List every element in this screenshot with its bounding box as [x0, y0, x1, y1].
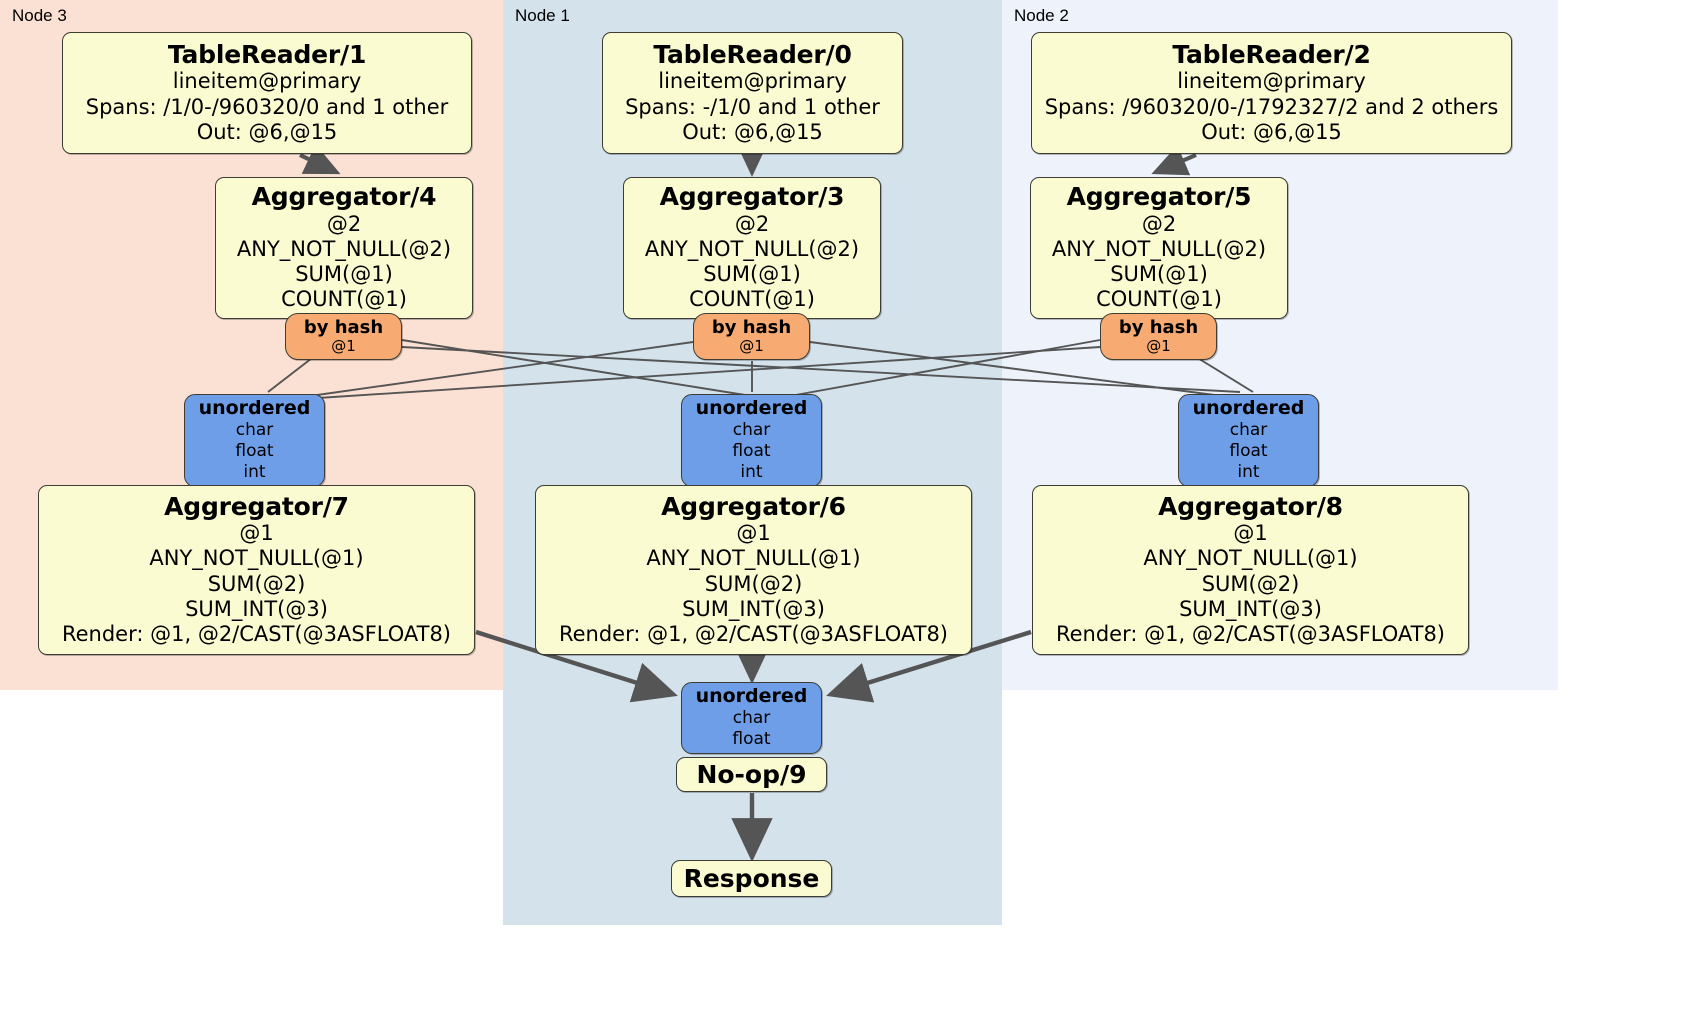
processor-tablereader-0[interactable]: TableReader/0 lineitem@primary Spans: -/… — [602, 32, 903, 154]
node-panel-label: Node 2 — [1014, 6, 1069, 25]
processor-agg-1: ANY_NOT_NULL(@2) — [236, 237, 452, 262]
processor-out: Out: @6,@15 — [682, 119, 823, 144]
processor-title: Aggregator/4 — [251, 182, 437, 212]
node-panel-label: Node 1 — [515, 6, 570, 25]
receiver-type: char — [732, 420, 771, 441]
processor-group: @1 — [1233, 521, 1268, 546]
processor-noop-9[interactable]: No-op/9 — [676, 757, 827, 792]
processor-agg-2: SUM(@2) — [704, 571, 803, 596]
processor-spans: Spans: /1/0-/960320/0 and 1 other — [85, 94, 449, 119]
processor-agg-2: SUM(@1) — [703, 262, 801, 287]
processor-aggregator-4[interactable]: Aggregator/4 @2 ANY_NOT_NULL(@2) SUM(@1)… — [215, 177, 473, 319]
router-title: by hash — [1118, 316, 1199, 338]
processor-render: Render: @1, @2/CAST(@3ASFLOAT8) — [1055, 622, 1446, 647]
processor-agg-3: COUNT(@1) — [689, 287, 815, 312]
receiver-type: float — [732, 441, 771, 462]
receiver-title: unordered — [695, 685, 808, 708]
receiver-type: char — [1229, 420, 1268, 441]
router-by-hash-5[interactable]: by hash @1 — [1100, 313, 1217, 360]
processor-agg-3: SUM_INT(@3) — [1179, 596, 1322, 621]
receiver-unordered-6[interactable]: unordered char float int — [681, 394, 822, 487]
processor-table: lineitem@primary — [1177, 69, 1366, 94]
receiver-title: unordered — [1192, 397, 1305, 420]
processor-agg-2: SUM(@2) — [207, 571, 306, 596]
router-by-hash-4[interactable]: by hash @1 — [285, 313, 402, 360]
receiver-type: char — [732, 708, 771, 729]
processor-title: Aggregator/6 — [661, 491, 846, 521]
receiver-type: float — [235, 441, 274, 462]
processor-aggregator-3[interactable]: Aggregator/3 @2 ANY_NOT_NULL(@2) SUM(@1)… — [623, 177, 881, 319]
processor-aggregator-5[interactable]: Aggregator/5 @2 ANY_NOT_NULL(@2) SUM(@1)… — [1030, 177, 1288, 319]
processor-out: Out: @6,@15 — [196, 119, 338, 144]
receiver-type: int — [243, 461, 266, 482]
receiver-unordered-7[interactable]: unordered char float int — [184, 394, 325, 487]
processor-agg-1: ANY_NOT_NULL(@1) — [1143, 546, 1358, 571]
router-column: @1 — [331, 336, 356, 355]
processor-group: @2 — [326, 211, 362, 236]
node-panel-label: Node 3 — [12, 6, 67, 25]
router-title: by hash — [711, 316, 792, 338]
processor-agg-3: COUNT(@1) — [1096, 287, 1222, 312]
processor-group: @2 — [734, 211, 770, 236]
processor-agg-2: SUM(@2) — [1201, 571, 1300, 596]
processor-spans: Spans: /960320/0-/1792327/2 and 2 others — [1044, 94, 1499, 119]
router-by-hash-3[interactable]: by hash @1 — [693, 313, 810, 360]
receiver-title: unordered — [198, 397, 311, 420]
processor-group: @2 — [1141, 211, 1177, 236]
processor-title: Aggregator/7 — [164, 491, 349, 521]
response-node[interactable]: Response — [671, 860, 832, 897]
processor-agg-1: ANY_NOT_NULL(@2) — [644, 237, 860, 262]
processor-title: Aggregator/8 — [1158, 491, 1343, 521]
receiver-unordered-final[interactable]: unordered char float — [681, 682, 822, 754]
processor-agg-1: ANY_NOT_NULL(@2) — [1051, 237, 1267, 262]
receiver-type: int — [740, 461, 763, 482]
processor-table: lineitem@primary — [658, 69, 847, 94]
receiver-type: float — [732, 728, 771, 749]
processor-agg-3: SUM_INT(@3) — [185, 596, 328, 621]
response-title: Response — [683, 863, 820, 893]
processor-title: TableReader/1 — [167, 39, 367, 69]
router-column: @1 — [739, 336, 764, 355]
processor-agg-1: ANY_NOT_NULL(@1) — [149, 546, 364, 571]
receiver-title: unordered — [695, 397, 808, 420]
processor-render: Render: @1, @2/CAST(@3ASFLOAT8) — [558, 622, 949, 647]
processor-title: Aggregator/5 — [1066, 182, 1252, 212]
processor-title: TableReader/0 — [653, 39, 852, 69]
processor-agg-2: SUM(@1) — [295, 262, 393, 287]
processor-spans: Spans: -/1/0 and 1 other — [625, 94, 880, 119]
processor-agg-3: COUNT(@1) — [281, 287, 407, 312]
router-column: @1 — [1146, 336, 1171, 355]
processor-group: @1 — [736, 521, 771, 546]
processor-out: Out: @6,@15 — [1201, 119, 1342, 144]
processor-tablereader-1[interactable]: TableReader/1 lineitem@primary Spans: /1… — [62, 32, 472, 154]
receiver-type: float — [1229, 441, 1268, 462]
processor-group: @1 — [239, 521, 274, 546]
processor-agg-2: SUM(@1) — [1110, 262, 1208, 287]
processor-title: TableReader/2 — [1172, 39, 1371, 69]
processor-table: lineitem@primary — [172, 69, 362, 94]
processor-agg-1: ANY_NOT_NULL(@1) — [646, 546, 861, 571]
processor-title: Aggregator/3 — [659, 182, 845, 212]
receiver-type: char — [235, 420, 274, 441]
receiver-unordered-8[interactable]: unordered char float int — [1178, 394, 1319, 487]
processor-title: No-op/9 — [696, 759, 807, 789]
processor-aggregator-7[interactable]: Aggregator/7 @1 ANY_NOT_NULL(@1) SUM(@2)… — [38, 485, 475, 655]
processor-aggregator-6[interactable]: Aggregator/6 @1 ANY_NOT_NULL(@1) SUM(@2)… — [535, 485, 972, 655]
processor-agg-3: SUM_INT(@3) — [682, 596, 825, 621]
router-title: by hash — [303, 316, 384, 338]
processor-tablereader-2[interactable]: TableReader/2 lineitem@primary Spans: /9… — [1031, 32, 1512, 154]
receiver-type: int — [1237, 461, 1260, 482]
processor-render: Render: @1, @2/CAST(@3ASFLOAT8) — [61, 622, 452, 647]
processor-aggregator-8[interactable]: Aggregator/8 @1 ANY_NOT_NULL(@1) SUM(@2)… — [1032, 485, 1469, 655]
